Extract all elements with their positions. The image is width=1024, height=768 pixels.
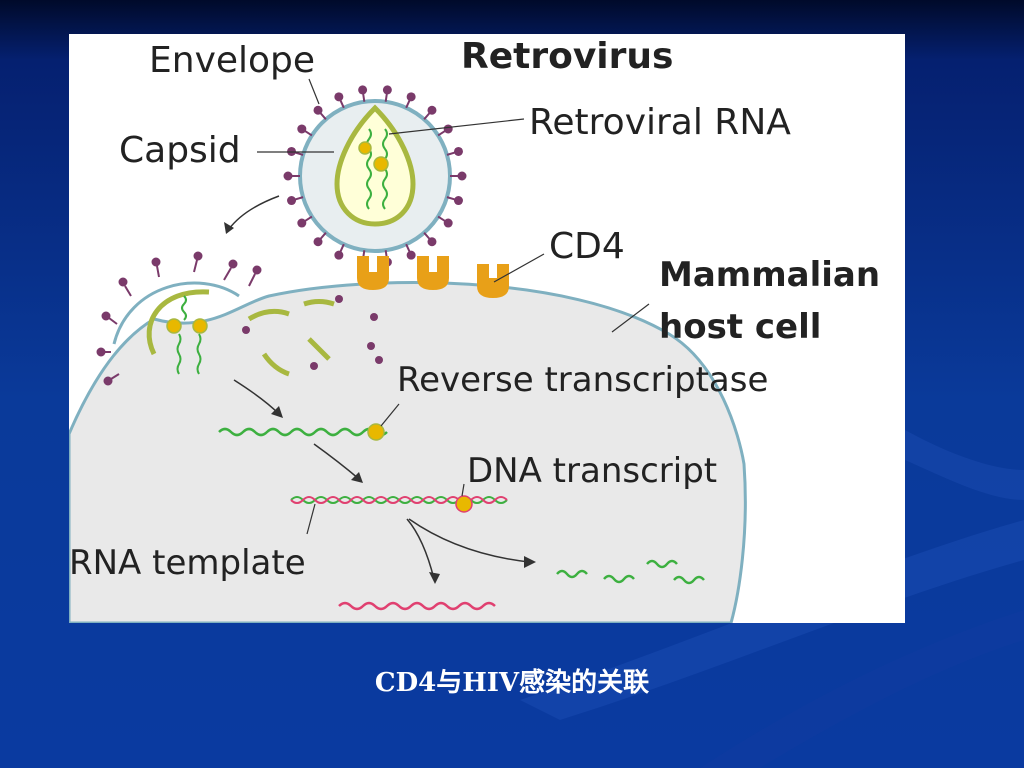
label-capsid: Capsid bbox=[119, 130, 241, 171]
envelope-protein-knob bbox=[297, 124, 307, 134]
envelope-protein-knob bbox=[443, 218, 453, 228]
rna-fragments bbox=[556, 559, 705, 585]
enzyme-on-hybrid bbox=[455, 495, 473, 513]
uncoated-fragments bbox=[242, 295, 383, 377]
label-dna-transcript: DNA transcript bbox=[467, 451, 717, 491]
envelope-protein-stalk bbox=[405, 243, 411, 253]
envelope-protein-stalk bbox=[319, 111, 327, 120]
budding-virion bbox=[112, 281, 240, 375]
envelope-protein-knob bbox=[297, 218, 307, 228]
envelope-protein-stalk bbox=[303, 129, 313, 137]
envelope-protein-stalk bbox=[446, 151, 456, 156]
retrovirus-diagram: Envelope Retrovirus Retroviral RNA Capsi… bbox=[69, 34, 905, 623]
label-retroviral-rna: Retroviral RNA bbox=[529, 102, 791, 143]
envelope-protein-knob bbox=[406, 250, 416, 260]
envelope-protein-stalk bbox=[294, 151, 304, 156]
envelope-protein-knob bbox=[313, 105, 323, 115]
label-reverse-transcriptase: Reverse transcriptase bbox=[397, 360, 768, 400]
label-mammalian: Mammalian bbox=[659, 255, 880, 295]
label-cd4: CD4 bbox=[549, 226, 625, 267]
envelope-protein-knob bbox=[443, 124, 453, 134]
envelope-protein-knob bbox=[427, 105, 437, 115]
budding-envelope-proteins bbox=[96, 251, 262, 386]
reverse-transcriptase-dot bbox=[373, 156, 389, 172]
envelope-protein-knob bbox=[287, 196, 297, 206]
label-retrovirus: Retrovirus bbox=[461, 36, 673, 77]
envelope-protein-stalk bbox=[405, 99, 411, 109]
single-rna-strand bbox=[218, 427, 388, 437]
envelope-protein-knob bbox=[334, 92, 344, 102]
retrovirus-particle bbox=[283, 85, 467, 267]
envelope-protein-knob bbox=[453, 146, 463, 156]
label-envelope: Envelope bbox=[149, 40, 315, 81]
envelope-protein-knob bbox=[457, 171, 467, 181]
cd4-receptors bbox=[357, 256, 509, 298]
envelope-protein-knob bbox=[334, 250, 344, 260]
label-host-cell: host cell bbox=[659, 307, 821, 347]
envelope-protein-knob bbox=[453, 196, 463, 206]
envelope-protein-knob bbox=[283, 171, 293, 181]
free-dna-strand bbox=[338, 601, 496, 611]
envelope-protein-stalk bbox=[339, 99, 345, 109]
label-rna-template: RNA template bbox=[69, 543, 306, 583]
reverse-transcriptase-on-strand bbox=[367, 423, 385, 441]
integrase-dot bbox=[358, 141, 372, 155]
envelope-protein-knob bbox=[358, 85, 368, 95]
slide-caption: CD4与HIV感染的关联 bbox=[374, 668, 650, 698]
envelope-protein-knob bbox=[427, 237, 437, 247]
arrowheads bbox=[224, 222, 536, 584]
envelope-protein-stalk bbox=[437, 129, 447, 137]
leader-lines bbox=[257, 78, 650, 535]
envelope-protein-stalk bbox=[339, 243, 345, 253]
envelope-protein-knob bbox=[406, 92, 416, 102]
envelope-protein-knob bbox=[382, 85, 392, 95]
envelope-protein-knob bbox=[313, 237, 323, 247]
